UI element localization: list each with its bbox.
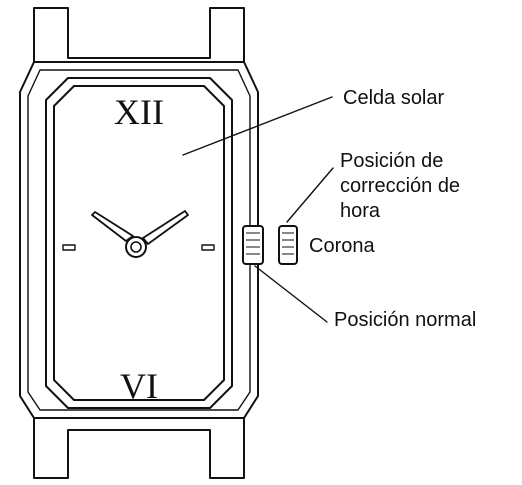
hour-marker-three [201,244,215,251]
center-pin [125,236,147,258]
time-correction-label-line2: corrección de [340,175,460,197]
normal-position-leader [254,265,328,323]
numeral-twelve: XII [114,92,164,132]
watch-case-outer [19,61,259,419]
time-correction-leader [286,167,334,223]
hour-hand [91,211,134,242]
solar-cell-label: Celda solar [343,87,445,109]
time-correction-label-line3: hora [340,200,381,222]
bottom-strap [33,417,245,479]
hour-marker-nine [62,244,76,251]
solar-cell-leader [182,96,333,156]
minute-hand [142,210,189,245]
crown-normal-position [242,225,264,265]
solar-cell-dial [53,85,225,401]
time-correction-label-line1: Posición de [340,150,443,172]
center-pin-inner [130,241,142,253]
top-strap [33,7,245,63]
numeral-six: VI [120,366,158,406]
watch-case-inner [27,69,251,411]
crown-time-correction-position [278,225,298,265]
dial-outer-frame [45,77,233,409]
normal-position-label: Posición normal [334,309,476,331]
crown-label: Corona [309,235,375,257]
